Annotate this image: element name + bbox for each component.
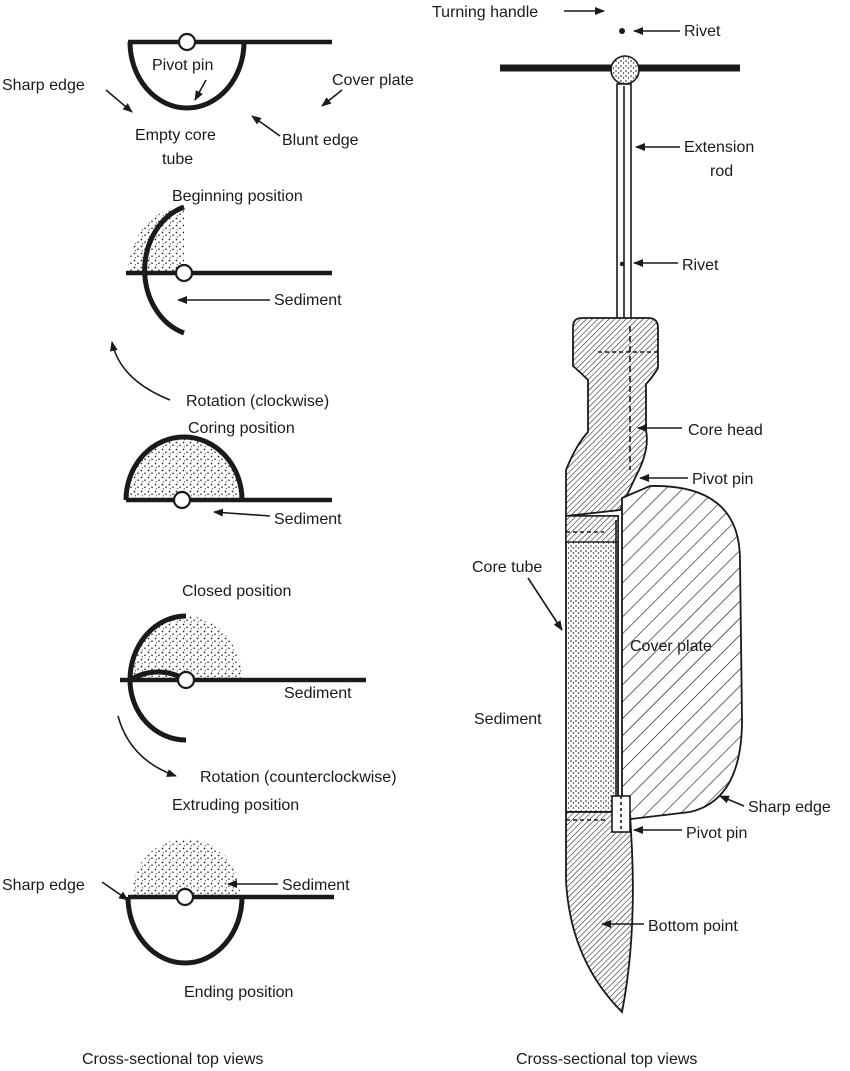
right-panel-labels: Turning handle Rivet Extension rod Rivet… — [432, 4, 831, 1068]
label-sharp-edge: Sharp edge — [2, 77, 85, 94]
closed-pivot-pin — [172, 490, 192, 510]
label-extruding-sediment: Sediment — [284, 685, 352, 702]
label-core-head: Core head — [688, 422, 763, 439]
core-tube-wall — [565, 515, 619, 813]
extruding-position-figure: Sediment Rotation (counterclockwise) Ext… — [117, 613, 397, 814]
label-rivet-mid: Rivet — [682, 257, 719, 274]
extruding-pivot-pin — [176, 670, 196, 690]
pivot-pin-arrow — [194, 79, 207, 101]
empty-core-tube — [127, 41, 247, 111]
caption-beginning: Beginning position — [172, 188, 303, 205]
sharp-edge-right-arrow — [719, 795, 745, 807]
top-rivet-dot — [619, 28, 625, 34]
counterclockwise-rotation-arrow — [117, 715, 177, 777]
closed-position-figure: Sediment Closed position — [123, 434, 342, 600]
label-cover-plate: Cover plate — [332, 72, 414, 89]
label-cover-plate-right: Cover plate — [630, 638, 712, 655]
closed-sediment-arrow — [213, 508, 271, 517]
core-head — [565, 317, 659, 518]
closed-core-tube — [123, 434, 245, 501]
label-turning-handle: Turning handle — [432, 4, 538, 21]
label-bottom-point: Bottom point — [648, 918, 738, 935]
coring-pivot-pin — [174, 263, 194, 283]
caption-coring: Coring position — [188, 420, 295, 437]
label-sediment-right: Sediment — [474, 711, 542, 728]
extruding-sediment — [130, 616, 242, 680]
label-empty-core-line1: Empty core — [135, 127, 216, 144]
label-blunt-edge: Blunt edge — [282, 132, 359, 149]
blunt-edge-arrow — [251, 115, 281, 137]
coring-core-tube — [142, 204, 185, 336]
ending-position-figure: Sharp edge Sediment Ending position — [2, 839, 350, 1001]
label-pivot-pin-top: Pivot pin — [692, 471, 753, 488]
label-ending-sediment: Sediment — [282, 877, 350, 894]
caption-extruding: Extruding position — [172, 797, 299, 814]
label-rotation-counterclockwise: Rotation (counterclockwise) — [200, 769, 397, 786]
ending-sharp-edge-arrow — [101, 881, 129, 901]
label-pivot-pin-bottom: Pivot pin — [686, 825, 747, 842]
cover-plate-arrow — [321, 89, 343, 107]
bottom-point — [565, 811, 634, 1014]
coring-sediment — [128, 207, 184, 273]
clockwise-rotation-arrow — [109, 341, 171, 401]
extruding-core-tube-top — [127, 613, 187, 681]
handle-hub — [610, 55, 640, 85]
label-extension-line1: Extension — [684, 139, 754, 156]
beginning-position-figure: Pivot pin Sharp edge Cover plate Blunt e… — [2, 32, 414, 205]
label-rivet-top: Rivet — [684, 23, 721, 40]
mid-rivet-dot — [619, 261, 625, 267]
pivot-pin — [177, 32, 197, 52]
sharp-edge-arrow — [105, 89, 133, 113]
ending-core-tube — [125, 896, 245, 966]
corer-side-view — [500, 28, 743, 1014]
ending-sediment — [132, 839, 240, 897]
core-tube-arrow — [527, 577, 563, 631]
coring-position-figure: Sediment Rotation (clockwise) Coring pos… — [109, 204, 342, 437]
label-extension-line2: rod — [710, 163, 733, 180]
label-coring-sediment: Sediment — [274, 292, 342, 309]
label-sharp-edge-right: Sharp edge — [748, 799, 831, 816]
cover-plate-body — [621, 485, 743, 822]
core-tube-top-band — [565, 515, 619, 543]
left-footer-caption: Cross-sectional top views — [82, 1051, 263, 1068]
closed-sediment — [126, 437, 242, 500]
extruding-core-tube-bottom — [127, 669, 188, 743]
label-pivot-pin: Pivot pin — [152, 57, 213, 74]
label-core-tube: Core tube — [472, 559, 542, 576]
label-empty-core-line2: tube — [162, 151, 193, 168]
right-footer-caption: Cross-sectional top views — [516, 1051, 697, 1068]
label-ending-sharp-edge: Sharp edge — [2, 877, 85, 894]
caption-closed: Closed position — [182, 583, 291, 600]
caption-ending: Ending position — [184, 984, 293, 1001]
label-rotation-clockwise: Rotation (clockwise) — [186, 393, 329, 410]
label-closed-sediment: Sediment — [274, 511, 342, 528]
ending-pivot-pin — [175, 887, 195, 907]
